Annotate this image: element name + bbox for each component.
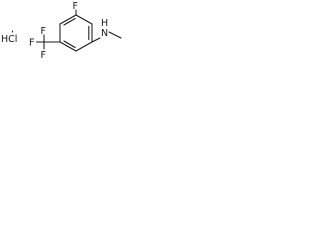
cf3-fluorine-bottom-label: F	[41, 50, 46, 61]
benzene-ring	[59, 14, 93, 52]
amine-hydrogen-label: H	[101, 18, 108, 29]
n-methyl-bond	[108, 31, 122, 39]
chemical-structure-diagram: HCl F F F F N H	[1, 1, 122, 61]
hydrogen-chloride-label: HCl	[1, 34, 17, 45]
amine-ring-bond	[91, 37, 101, 43]
ring-fluorine-label: F	[73, 1, 78, 12]
cf3-fluorine-left-label: F	[29, 38, 34, 49]
cf3-fluorine-top-label: F	[41, 26, 46, 37]
amine-nitrogen-label: N	[101, 28, 108, 39]
